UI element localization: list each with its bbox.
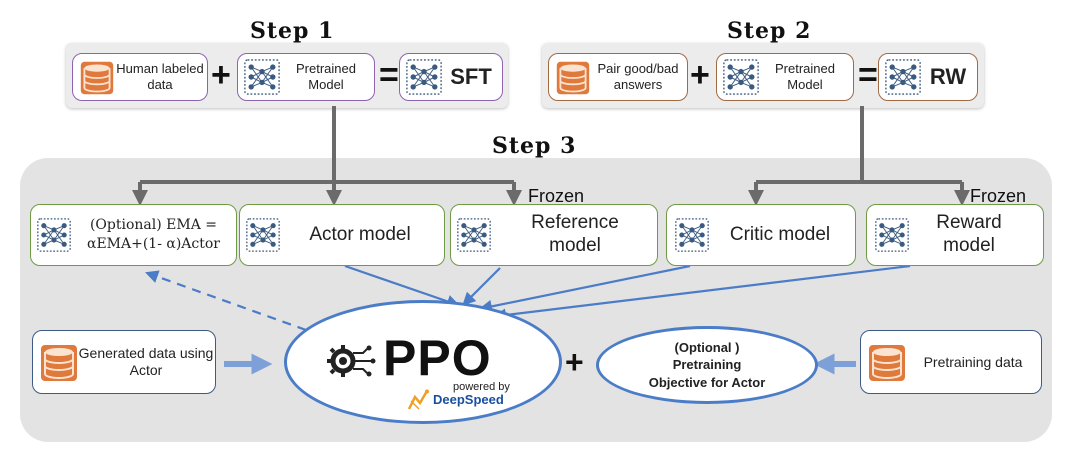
pretrained-model-label-1: Pretrained Model (296, 61, 356, 92)
neural-network-icon (675, 218, 709, 252)
generated-data-label: Generated data using Actor (78, 345, 214, 378)
plus-symbol: + (211, 56, 231, 94)
frozen-label-right: Frozen (970, 186, 1027, 206)
reference-model-label: Reference model (531, 212, 619, 256)
plus-symbol: + (565, 344, 584, 380)
pretraining-data-label: Pretraining data (923, 353, 1023, 370)
human-labeled-data-label: Human labeled data (116, 61, 204, 92)
ppo-oval: PPO powered by DeepSpeed (284, 300, 562, 424)
generated-data-box: Generated data using Actor (32, 330, 216, 394)
ppo-label: PPO (383, 330, 492, 386)
pretrained-model-label-2: Pretrained Model (775, 61, 835, 92)
database-icon (867, 343, 907, 383)
pretraining-objective-line2: Pretraining (672, 357, 742, 373)
sft-label: SFT (450, 63, 492, 89)
plus-symbol: + (690, 56, 710, 94)
rw-label: RW (929, 63, 967, 89)
reward-model-box: Reward model (866, 204, 1044, 266)
reward-model-label: Reward model (936, 212, 1002, 256)
arrow-actor-to-ppo (344, 264, 460, 308)
pair-answers-box: Pair good/bad answers (548, 53, 688, 101)
neural-network-icon (246, 218, 280, 252)
pretrained-model-box-1: Pretrained Model (237, 53, 375, 101)
ema-box: (Optional) EMA = αEMA+(1- α)Actor (30, 204, 237, 266)
ppo-gear-icon (327, 345, 376, 377)
neural-network-icon (37, 218, 71, 252)
pretrained-model-box-2: Pretrained Model (716, 53, 854, 101)
critic-model-box: Critic model (666, 204, 856, 266)
reference-model-box: Reference model (450, 204, 658, 266)
equals-symbol: = (379, 56, 399, 94)
database-icon (39, 343, 79, 383)
arrow-ppo-to-ema-dashed (145, 270, 307, 332)
actor-model-label: Actor model (309, 223, 411, 245)
arrow-critic-to-ppo (478, 264, 691, 313)
pretraining-objective-line3: Objective for Actor (648, 374, 766, 390)
rw-box: RW (878, 53, 978, 101)
critic-model-label: Critic model (729, 223, 831, 245)
pretraining-objective-line1: (Optional ) (674, 339, 740, 355)
human-labeled-data-box: Human labeled data (72, 53, 208, 101)
step3-title: Step 3 (492, 133, 577, 159)
deepspeed-logo (407, 389, 429, 410)
step2-title: Step 2 (727, 18, 812, 44)
ema-line2: αEMA+(1- α)Actor (86, 236, 220, 252)
frozen-label-left: Frozen (528, 186, 585, 206)
neural-network-icon (875, 218, 909, 252)
ema-line1: (Optional) EMA = (89, 217, 218, 234)
sft-box: SFT (399, 53, 503, 101)
pretraining-data-box: Pretraining data (860, 330, 1042, 394)
equals-symbol: = (858, 56, 878, 94)
powered-by-label: powered by (453, 381, 510, 393)
arrow-reward-to-ppo (492, 264, 911, 322)
arrow-reference-to-ppo (462, 267, 501, 306)
actor-model-box: Actor model (239, 204, 445, 266)
neural-network-icon (457, 218, 491, 252)
step1-title: Step 1 (250, 18, 335, 44)
deepspeed-label: DeepSpeed (433, 392, 504, 407)
pretraining-objective-oval: (Optional ) Pretraining Objective for Ac… (596, 326, 818, 404)
pair-answers-label: Pair good/bad answers (597, 61, 679, 92)
